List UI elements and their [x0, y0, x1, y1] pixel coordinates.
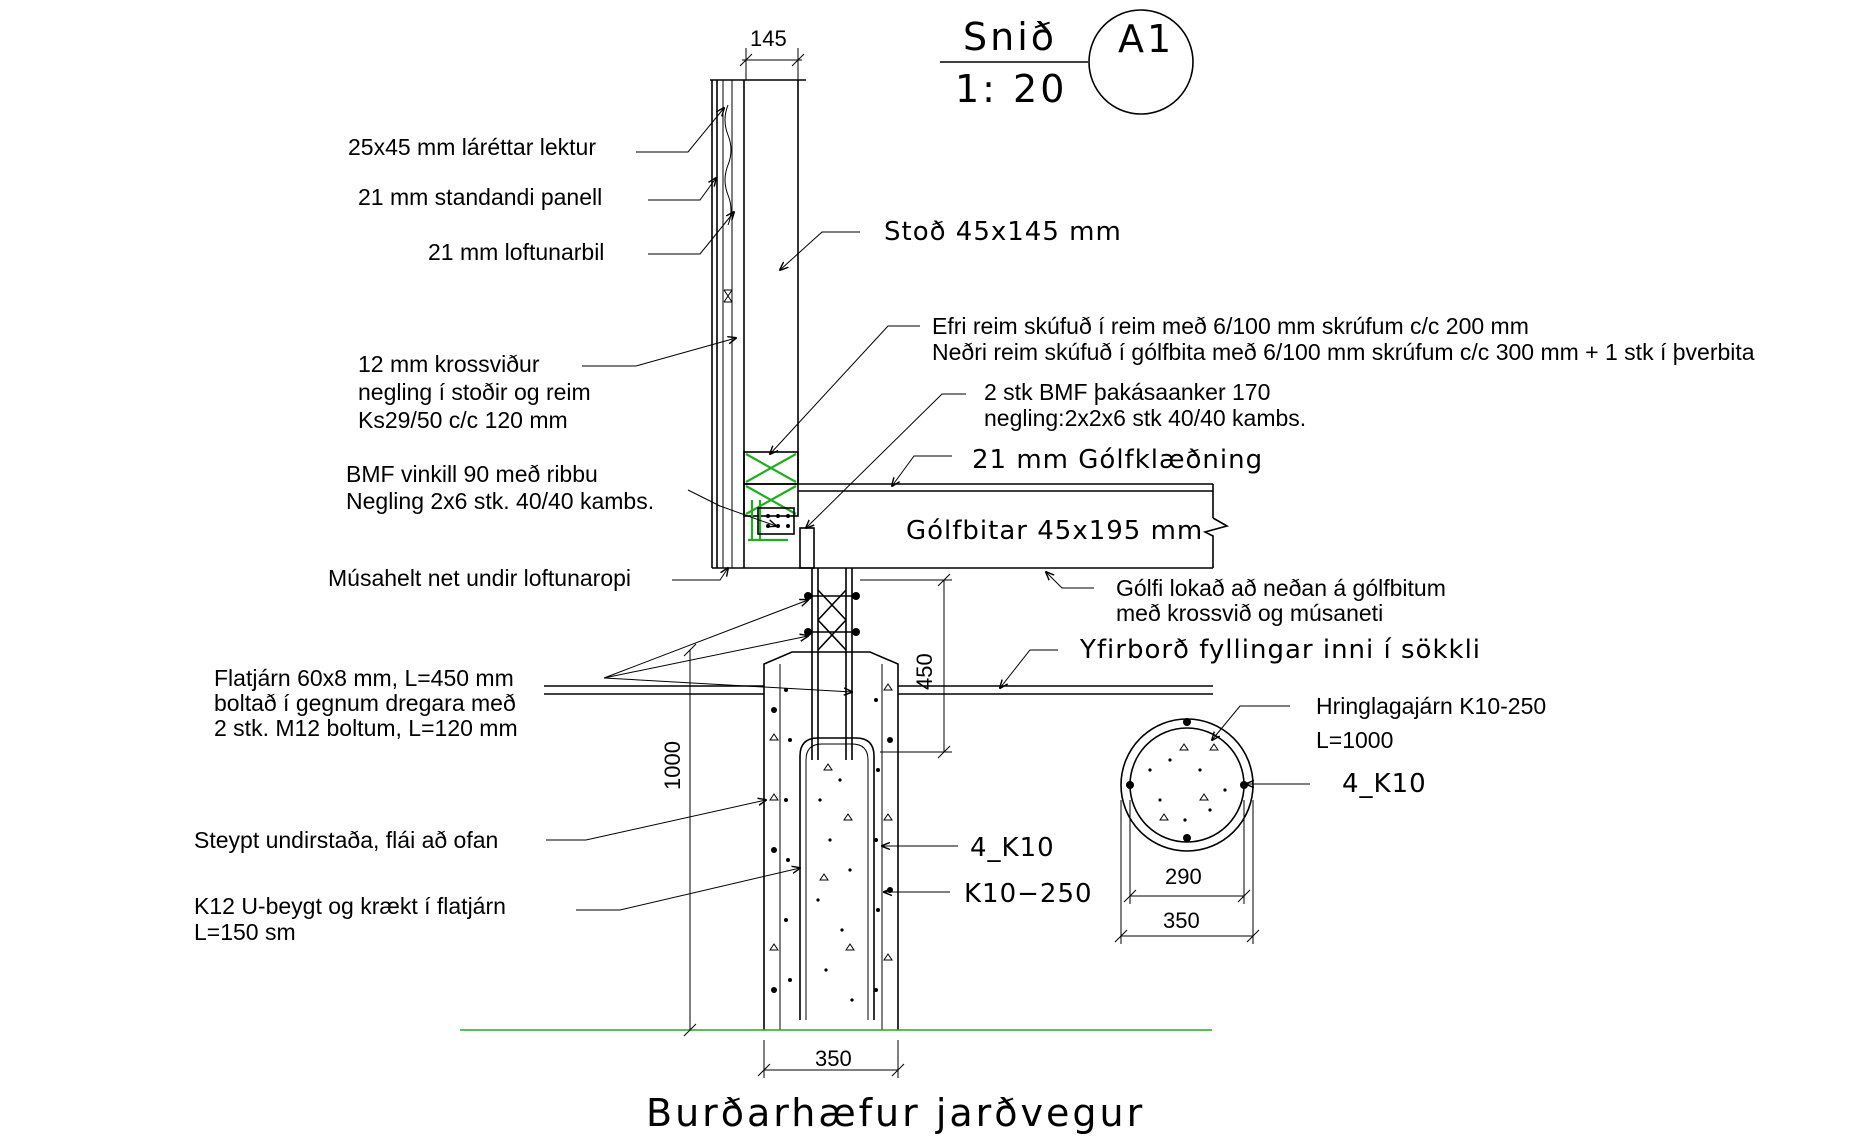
label-burdarhaefur: Burðarhæfur jarðvegur — [646, 1091, 1145, 1135]
dim-ring-outer: 350 — [1163, 908, 1200, 933]
label-reim-2: Neðri reim skúfuð í gólfbita með 6/100 m… — [932, 339, 1755, 365]
label-steypt: Steypt undirstaða, flái að ofan — [194, 827, 498, 853]
label-k10-side: 4_K10 — [970, 833, 1055, 863]
label-krossvidur-3: Ks29/50 c/c 120 mm — [358, 407, 568, 433]
concrete-footing — [763, 651, 899, 1030]
dim-anchor-length: 450 — [912, 653, 937, 690]
label-panell: 21 mm standandi panell — [358, 184, 602, 210]
label-bmf-anker-2: negling:2x2x6 stk 40/40 kambs. — [984, 405, 1306, 431]
label-loftunarbil: 21 mm loftunarbil — [428, 239, 604, 265]
label-yfirbord: Yfirborð fyllingar inni í sökkli — [1079, 635, 1481, 665]
wall-section: 145 — [710, 26, 806, 569]
flat-iron — [804, 568, 860, 760]
label-hringlagajarn: Hringlagajárn K10-250 — [1316, 693, 1546, 719]
labels: 25x45 mm láréttar lektur 21 mm standandi… — [194, 134, 1755, 1135]
label-musahelt: Músahelt net undir loftunaropi — [328, 565, 631, 591]
label-hringlagajarn-len: L=1000 — [1316, 727, 1393, 753]
ring-section: 290 350 — [1114, 718, 1260, 944]
label-flatjarn-3: 2 stk. M12 boltum, L=120 mm — [214, 715, 518, 741]
label-golfi-1: Gólfi lokað að neðan á gólfbitum — [1116, 575, 1446, 601]
label-krossvidur-2: negling í stoðir og reim — [358, 379, 591, 405]
dim-wall-width: 145 — [750, 26, 787, 51]
label-golfi-2: með krossvið og músaneti — [1116, 600, 1383, 626]
label-vinkill-2: Negling 2x6 stk. 40/40 kambs. — [346, 488, 654, 514]
leader-lines — [546, 108, 1310, 911]
dim-footing-width: 350 — [815, 1046, 852, 1071]
label-flatjarn-1: Flatjárn 60x8 mm, L=450 mm — [214, 665, 514, 691]
label-stod: Stoð 45x145 mm — [884, 217, 1122, 247]
dim-footing-height: 1000 — [660, 741, 685, 790]
label-vinkill-1: BMF vinkill 90 með ribbu — [346, 461, 598, 487]
floor-joists — [798, 483, 1230, 569]
bmf-anchor — [799, 527, 815, 569]
label-golfklaedning: 21 mm Gólfklæðning — [972, 445, 1263, 475]
section-tag: A1 — [1118, 17, 1174, 61]
label-k12-1: K12 U-beygt og krækt í flatjárn — [194, 893, 506, 919]
dimensions: 450 1000 350 — [660, 573, 952, 1078]
label-lektur: 25x45 mm láréttar lektur — [348, 134, 596, 160]
section-title: Snið — [963, 15, 1057, 59]
label-krossvidur-1: 12 mm krossviður — [358, 351, 540, 377]
label-golfbitar: Gólfbitar 45x195 mm — [906, 516, 1203, 546]
label-flatjarn-2: boltað í gegnum dregara með — [214, 690, 516, 716]
label-reim-1: Efri reim skúfuð í reim með 6/100 mm skr… — [932, 313, 1529, 339]
label-bmf-anker-1: 2 stk BMF þakásaanker 170 — [984, 379, 1270, 405]
bmf-angle — [757, 507, 795, 535]
label-k10-circle: 4_K10 — [1342, 769, 1427, 799]
section-tag-circle — [1088, 9, 1194, 115]
section-scale: 1: 20 — [955, 67, 1067, 111]
dim-ring-inner: 290 — [1165, 864, 1202, 889]
label-k10-250: K10−250 — [964, 879, 1093, 909]
label-k12-2: L=150 sm — [194, 919, 296, 945]
title-block: Snið 1: 20 A1 — [940, 9, 1194, 115]
